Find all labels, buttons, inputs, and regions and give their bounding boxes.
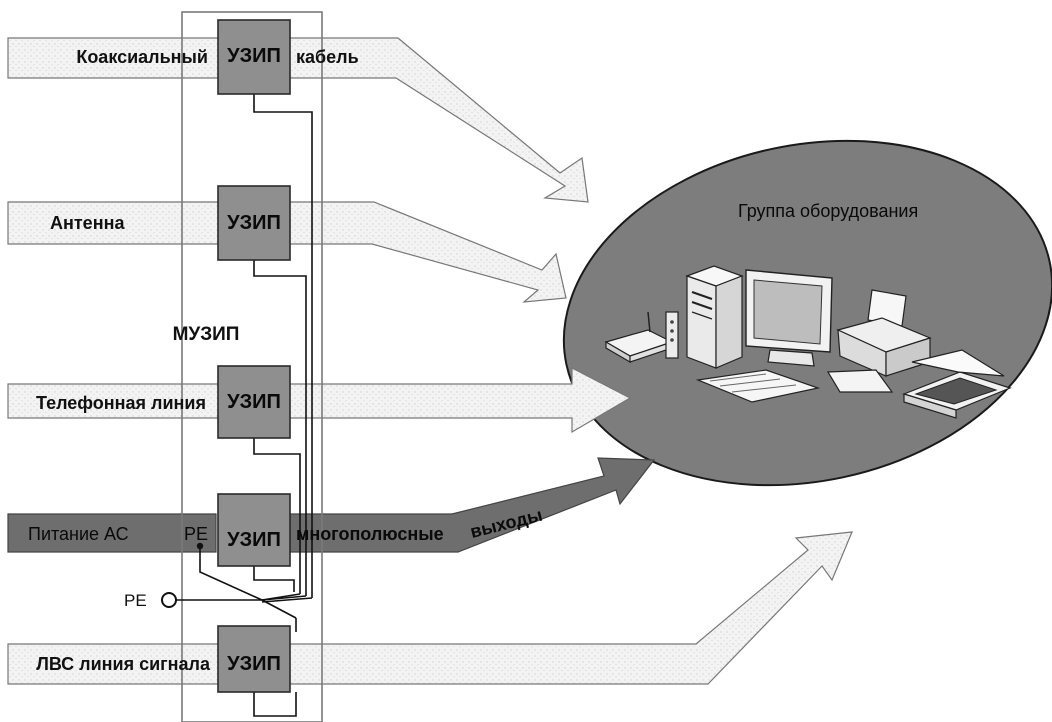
spd-lan: УЗИП [217,625,291,693]
ground-label: PE [124,591,147,610]
module-label: МУЗИП [173,324,240,345]
phone-band [7,367,632,434]
equipment-label: Группа оборудования [738,201,918,221]
svg-text:УЗИП: УЗИП [227,529,281,551]
spd-power: УЗИП [217,493,291,567]
module-frame [181,11,323,722]
coax-suffix: кабель [296,47,359,67]
equipment-group: Группа оборудования [562,139,1052,487]
keyboard-icon [695,369,821,403]
svg-text:УЗИП: УЗИП [227,45,281,67]
junction-dot [196,542,204,550]
modem-icon [665,311,679,359]
power-pe-label: PE [184,524,208,544]
lan-label: ЛВС линия сигнала [36,654,211,674]
coax-band [7,37,589,203]
power-output-band [289,457,656,553]
power-label: Питание АС [28,524,129,544]
ground-terminal-icon [161,592,177,608]
antenna-label: Антенна [50,213,125,233]
scanner-icon [902,349,1012,419]
phone-label: Телефонная линия [36,393,206,413]
power-input-band [7,513,217,553]
spd-phone: УЗИП [217,365,291,439]
svg-text:УЗИП: УЗИП [227,653,281,675]
spd-coax: УЗИП [217,19,291,95]
coax-label: Коаксиальный [76,47,208,67]
spd-antenna: УЗИП [217,185,291,261]
monitor-icon [745,269,833,367]
ground-wiring [176,94,313,717]
power-suffix: многополюсные [296,524,444,544]
svg-text:УЗИП: УЗИП [227,212,281,234]
svg-text:УЗИП: УЗИП [227,391,281,413]
spd-boxes: УЗИП УЗИП УЗИП УЗИП УЗИП [217,19,291,693]
antenna-band [7,201,567,303]
pc-tower-icon [685,265,744,369]
printer-icon [826,289,932,393]
